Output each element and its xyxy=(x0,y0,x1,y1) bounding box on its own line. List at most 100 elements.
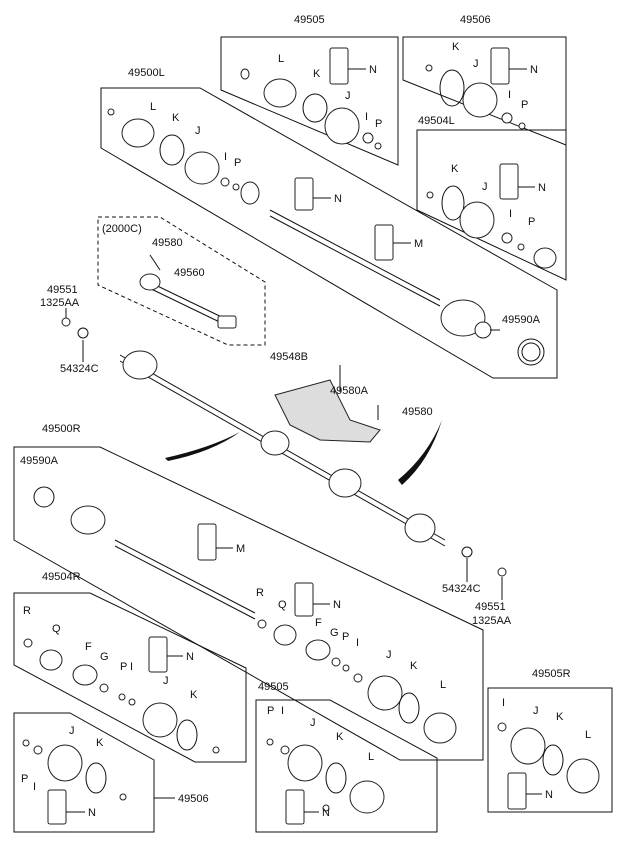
group-49506-top-parts xyxy=(425,47,526,130)
box-2000C xyxy=(97,216,266,346)
letter-L-7: L xyxy=(368,751,374,763)
decor-stripe-right xyxy=(398,420,442,485)
letter-J-7: J xyxy=(310,717,316,729)
group-49500R-parts xyxy=(33,486,457,744)
box-49504L xyxy=(416,129,567,281)
label-49505-mid: 49505 xyxy=(258,681,289,693)
label-2000C: (2000C) xyxy=(102,223,142,235)
box-49500R xyxy=(13,446,484,761)
letter-K-8: K xyxy=(556,711,564,723)
letter-Q-2: Q xyxy=(52,623,61,635)
label-49580-a: 49580 xyxy=(152,237,183,249)
letter-R-1: R xyxy=(256,587,264,599)
letter-N-3: N xyxy=(334,193,342,205)
box-49506-bot xyxy=(13,712,155,833)
letter-P-6: P xyxy=(120,661,127,673)
letter-I-2: I xyxy=(508,89,511,101)
group-49505-top-parts xyxy=(240,47,382,150)
group-49506-bot-parts xyxy=(22,739,127,825)
letter-J-8: J xyxy=(533,705,539,717)
label-49551-a: 49551 xyxy=(47,284,78,296)
letter-K-1: K xyxy=(313,68,321,80)
box-49505-top xyxy=(220,36,399,166)
letter-P-3: P xyxy=(234,157,241,169)
letter-J-4: J xyxy=(482,181,488,193)
decor-stripe-left xyxy=(165,432,240,461)
letter-K-6: K xyxy=(190,689,198,701)
letter-F-1: F xyxy=(315,617,322,629)
letter-I-7: I xyxy=(281,705,284,717)
letter-K-4: K xyxy=(451,163,459,175)
letter-K-9: K xyxy=(96,737,104,749)
letter-P-4: P xyxy=(528,216,535,228)
letter-P-1: P xyxy=(375,118,382,130)
letter-J-9: J xyxy=(69,725,75,737)
shaft-middle xyxy=(61,317,507,577)
label-49500L: 49500L xyxy=(128,67,165,79)
letter-N-9: N xyxy=(88,807,96,819)
label-49504L: 49504L xyxy=(418,115,455,127)
label-1325AA-a: 1325AA xyxy=(40,297,80,309)
box-49505R xyxy=(487,687,613,813)
letter-K-7: K xyxy=(336,731,344,743)
letter-I-4: I xyxy=(509,208,512,220)
label-49580A: 49580A xyxy=(330,385,369,397)
label-49500R: 49500R xyxy=(42,423,81,435)
letter-R-2: R xyxy=(23,605,31,617)
box-49500L xyxy=(100,87,558,379)
letter-P-5: P xyxy=(342,631,349,643)
letter-I-3: I xyxy=(224,151,227,163)
group-49505R-parts xyxy=(497,722,600,810)
shaft-49500L xyxy=(240,181,545,366)
letter-K-2: K xyxy=(452,41,460,53)
letter-N-4: N xyxy=(538,182,546,194)
letter-K-3: K xyxy=(172,112,180,124)
letter-M-2: M xyxy=(236,543,245,555)
label-49505-top: 49505 xyxy=(294,14,325,26)
letter-I-8: I xyxy=(502,697,505,709)
label-54324C-a: 54324C xyxy=(60,363,99,375)
letter-P-2: P xyxy=(521,99,528,111)
letter-L-8: L xyxy=(585,729,591,741)
letter-G-2: G xyxy=(100,651,109,663)
letter-L-3: L xyxy=(150,101,156,113)
letter-J-5: J xyxy=(386,649,392,661)
letter-N-7: N xyxy=(322,807,330,819)
letter-M-1: M xyxy=(414,238,423,250)
letter-L-1: L xyxy=(278,53,284,65)
letter-N-1: N xyxy=(369,64,377,76)
label-49504R: 49504R xyxy=(42,571,81,583)
letter-P-7: P xyxy=(267,705,274,717)
label-49590A-b: 49590A xyxy=(20,455,59,467)
letter-J-3: J xyxy=(195,125,201,137)
label-54324C-b: 54324C xyxy=(442,583,481,595)
letter-I-6: I xyxy=(130,661,133,673)
letter-I-9: I xyxy=(33,781,36,793)
label-49506-bot: 49506 xyxy=(178,793,209,805)
letter-K-5: K xyxy=(410,660,418,672)
label-49580-b: 49580 xyxy=(402,406,433,418)
letter-I-1: I xyxy=(365,111,368,123)
letter-Q-1: Q xyxy=(278,599,287,611)
letter-F-2: F xyxy=(85,641,92,653)
group-49504R-parts xyxy=(23,636,220,754)
leader-lines xyxy=(65,68,542,813)
box-49505-mid xyxy=(255,699,438,833)
label-49551-b: 49551 xyxy=(475,601,506,613)
box-49504R xyxy=(13,592,247,763)
letter-P-9: P xyxy=(21,773,28,785)
group-49504L-parts xyxy=(426,163,557,269)
letter-N-5: N xyxy=(333,599,341,611)
letter-J-1: J xyxy=(345,90,351,102)
letter-N-6: N xyxy=(186,651,194,663)
letter-J-6: J xyxy=(163,675,169,687)
label-49548B: 49548B xyxy=(270,351,308,363)
letter-N-8: N xyxy=(545,789,553,801)
group-49505-mid-parts xyxy=(266,738,385,825)
label-49590A-a: 49590A xyxy=(502,314,541,326)
letter-L-5: L xyxy=(440,679,446,691)
letter-J-2: J xyxy=(473,58,479,70)
group-2000C-parts xyxy=(139,254,237,329)
bracket-49548B xyxy=(274,365,381,443)
